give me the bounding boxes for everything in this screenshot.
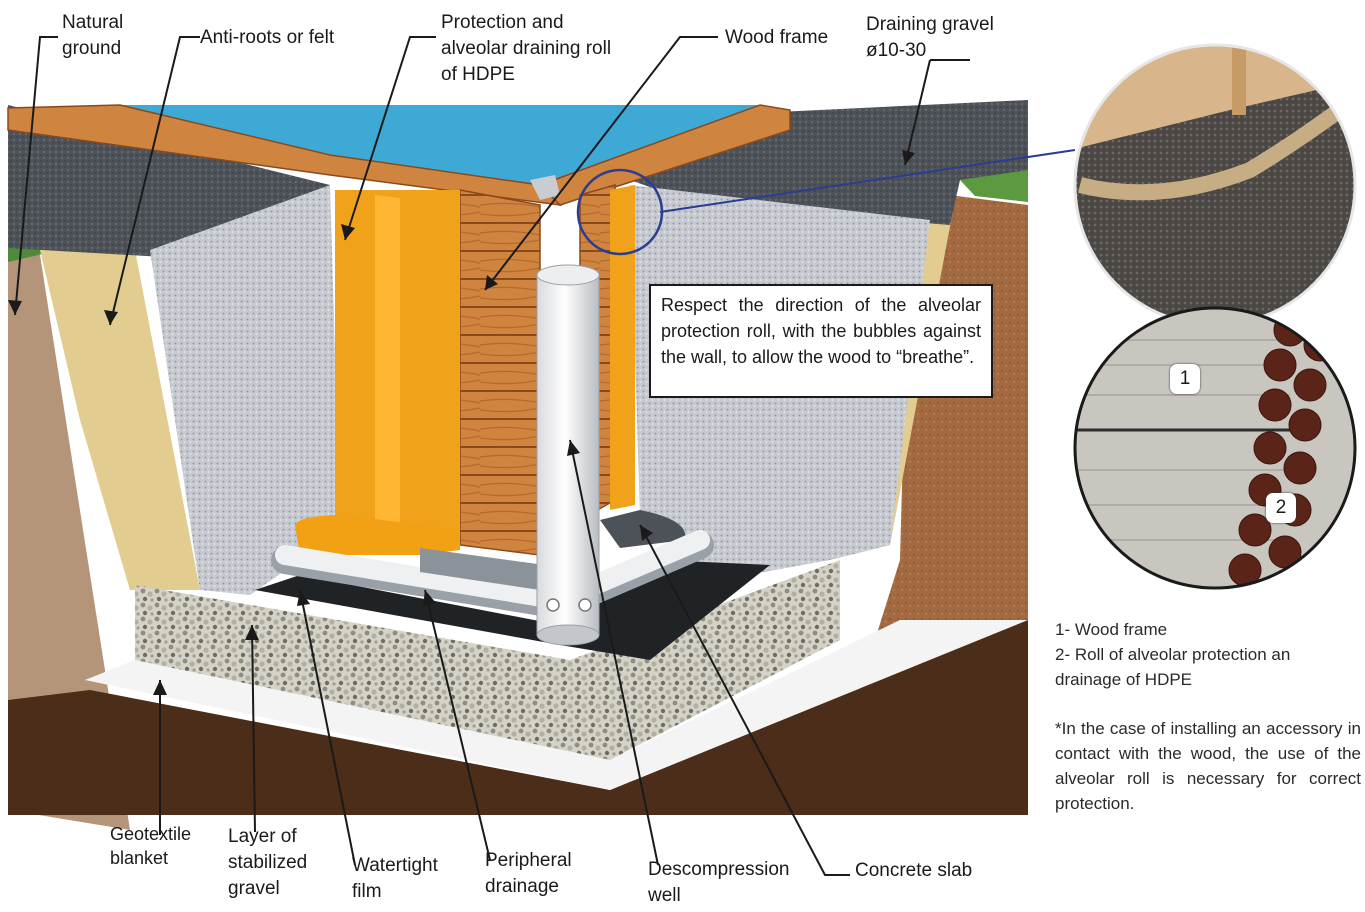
detail-badge-2: 2 [1266, 493, 1296, 523]
pool-water [120, 105, 760, 185]
label-stabilized-gravel: Layer of stabilized gravel [228, 826, 308, 899]
leader-lines [14, 36, 970, 876]
label-watertight-film: Watertight film [352, 855, 438, 902]
label-draining-gravel: Draining gravel ø10-30 [866, 14, 994, 61]
detail-badge-1: 1 [1170, 364, 1200, 394]
direction-note: Respect the direction of the alveolar pr… [649, 284, 993, 398]
label-concrete-slab: Concrete slab [855, 860, 973, 881]
detail-photo-top [1075, 45, 1355, 325]
label-protection-roll: Protection and alveolar draining roll of… [441, 12, 612, 85]
draining-gravel-left [150, 185, 340, 595]
detail-callout [576, 149, 1076, 256]
label-peripheral-drainage: Peripheral drainage [485, 850, 572, 897]
arrowheads [8, 150, 915, 695]
hdpe-protection-roll [295, 185, 686, 555]
label-natural-ground: Natural ground [62, 12, 124, 59]
legend-item-1: 1- Wood frame [1055, 620, 1168, 639]
decompression-well [536, 264, 600, 646]
soil-bottom [8, 620, 1028, 815]
label-descompression-well: Descompression well [648, 859, 790, 906]
label-wood-frame: Wood frame [725, 27, 829, 48]
wood-frame-wall [459, 189, 541, 556]
label-geotextile: Geotextile blanket [110, 824, 192, 868]
detail-photo-bottom-frame [1073, 306, 1357, 590]
legend-item-2: 2- Roll of alveolar protection an draina… [1055, 645, 1291, 689]
wood-frame-coping [7, 104, 791, 207]
stabilized-gravel-layer [135, 560, 840, 760]
geotextile-layer [85, 620, 1028, 790]
label-anti-roots: Anti-roots or felt [200, 27, 335, 48]
legend: 1- Wood frame 2- Roll of alveolar protec… [1055, 617, 1355, 692]
footnote: *In the case of installing an accessory … [1055, 719, 1361, 813]
